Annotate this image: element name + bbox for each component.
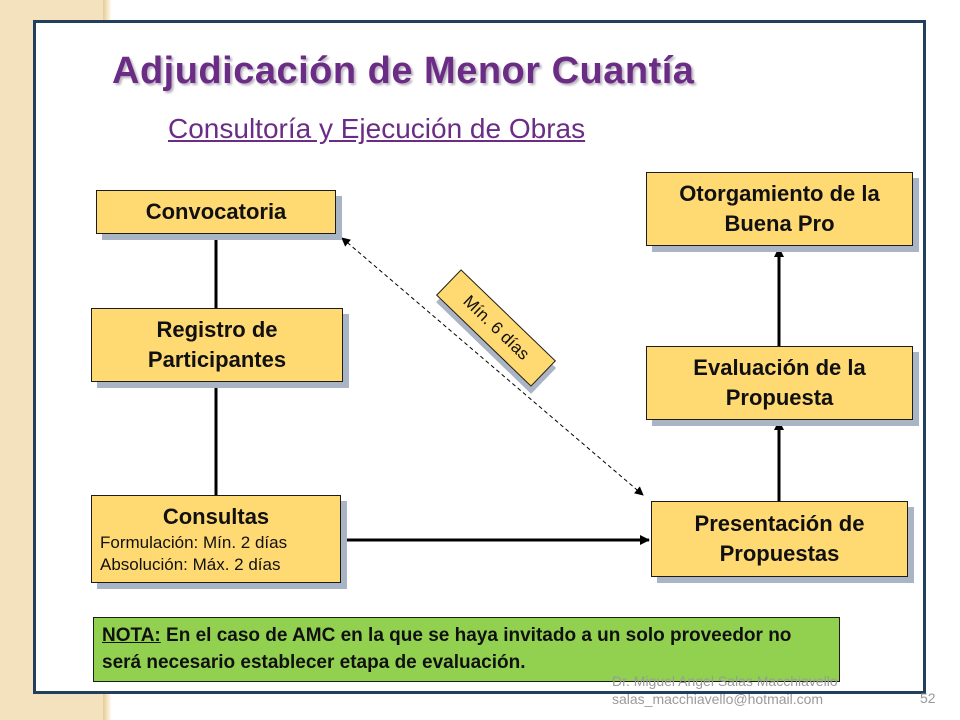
evaluacion-label-line2: Propuesta (725, 385, 834, 410)
box-presentacion-propuestas: Presentación de Propuestas (651, 501, 908, 577)
convocatoria-label: Convocatoria (145, 199, 287, 224)
note-box: NOTA: En el caso de AMC en la que se hay… (93, 617, 840, 682)
otorgamiento-label-line1: Otorgamiento de la (679, 181, 880, 206)
slide-title: Adjudicación de Menor Cuantía (112, 50, 695, 92)
slide-subtitle: Consultoría y Ejecución de Obras (168, 113, 586, 144)
registro-label-line2: Participantes (147, 347, 287, 372)
box-evaluacion-propuesta: Evaluación de la Propuesta (646, 346, 913, 420)
note-label: NOTA: (102, 625, 161, 646)
footer-name: Dr. Miguel Angel Salas Macchiavello (612, 673, 838, 689)
formulacion-text: Formulación: Mín. 2 días (100, 533, 288, 552)
presentacion-label-line2: Propuestas (719, 541, 840, 566)
otorgamiento-label-line2: Buena Pro (724, 211, 835, 236)
page-number: 52 (920, 690, 936, 706)
footer-author: Dr. Miguel Angel Salas Macchiavello sala… (612, 672, 838, 708)
presentacion-label-line1: Presentación de (694, 511, 865, 536)
box-registro-participantes: Registro de Participantes (91, 308, 343, 382)
footer-email: salas_macchiavello@hotmail.com (612, 691, 824, 707)
evaluacion-label-line1: Evaluación de la (693, 355, 866, 380)
box-consultas: Consultas Formulación: Mín. 2 días Absol… (91, 495, 341, 583)
box-convocatoria: Convocatoria (96, 190, 336, 234)
note-text: En el caso de AMC en la que se haya invi… (102, 625, 792, 673)
dashed-interval-arrow (341, 237, 644, 496)
consultas-label: Consultas (162, 504, 270, 529)
registro-label-line1: Registro de (156, 317, 278, 342)
absolucion-text: Absolución: Máx. 2 días (100, 555, 281, 574)
box-otorgamiento-buena-pro: Otorgamiento de la Buena Pro (646, 172, 913, 246)
